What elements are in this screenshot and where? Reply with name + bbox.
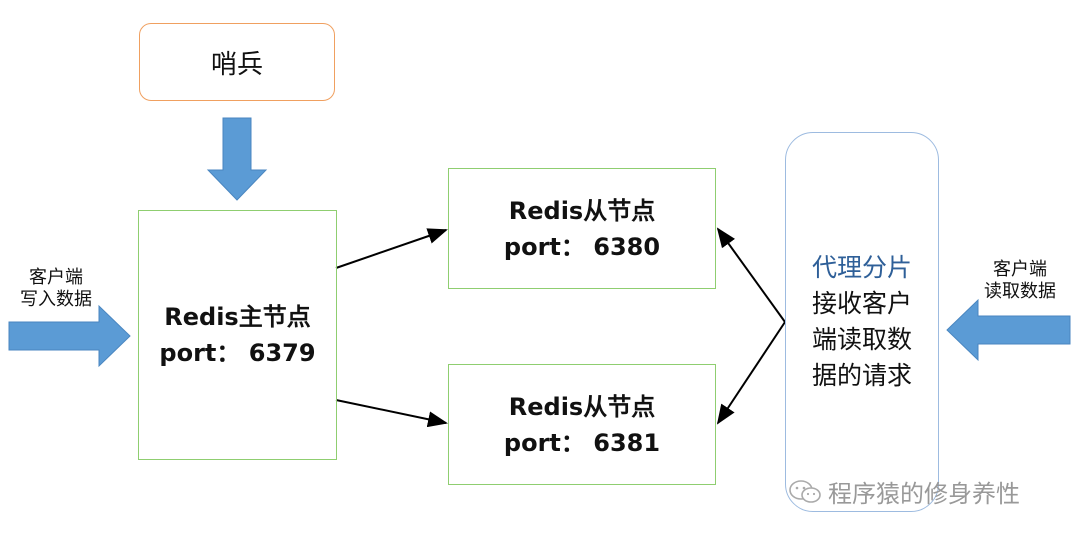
client-write-line-1: 客户端 <box>29 267 83 287</box>
sentinel-down-arrow <box>206 117 268 201</box>
proxy-line-3: 据的请求 <box>811 361 912 390</box>
client-read-line-2: 读取数据 <box>984 281 1056 301</box>
wechat-icon <box>789 479 821 503</box>
watermark: 程序猿的修身养性 <box>788 474 1020 509</box>
master-to-slave1-line <box>335 228 448 269</box>
client-write-line-2: 写入数据 <box>20 289 92 309</box>
client-write-label: 客户端 写入数据 <box>6 266 106 310</box>
proxy-line-1: 接收客户 <box>811 289 912 318</box>
slave1-port: port： 6380 <box>503 232 661 261</box>
redis-slave-node-1: Redis从节点 port： 6380 <box>448 168 716 289</box>
watermark-text: 程序猿的修身养性 <box>828 480 1020 508</box>
master-port: port： 6379 <box>159 339 316 367</box>
client-write-arrow <box>8 304 131 368</box>
client-read-arrow <box>946 298 1071 362</box>
sentinel-box: 哨兵 <box>139 23 335 101</box>
proxy-line-2: 端读取数 <box>811 325 912 354</box>
slave2-title: Redis从节点 <box>508 392 656 421</box>
client-read-label: 客户端 读取数据 <box>972 258 1068 302</box>
client-read-line-1: 客户端 <box>993 259 1047 279</box>
redis-slave-node-2: Redis从节点 port： 6381 <box>448 364 716 485</box>
sentinel-label: 哨兵 <box>210 49 263 80</box>
proxy-to-slave2-line <box>716 321 786 425</box>
master-title: Redis主节点 <box>164 303 311 331</box>
slave1-title: Redis从节点 <box>508 196 656 225</box>
master-to-slave2-line <box>335 399 448 428</box>
slave2-port: port： 6381 <box>503 428 661 457</box>
proxy-shard-box: 代理分片 接收客户 端读取数 据的请求 <box>785 132 939 512</box>
redis-master-node: Redis主节点 port： 6379 <box>138 210 337 460</box>
proxy-title: 代理分片 <box>811 253 912 282</box>
proxy-to-slave1-line <box>716 227 786 323</box>
